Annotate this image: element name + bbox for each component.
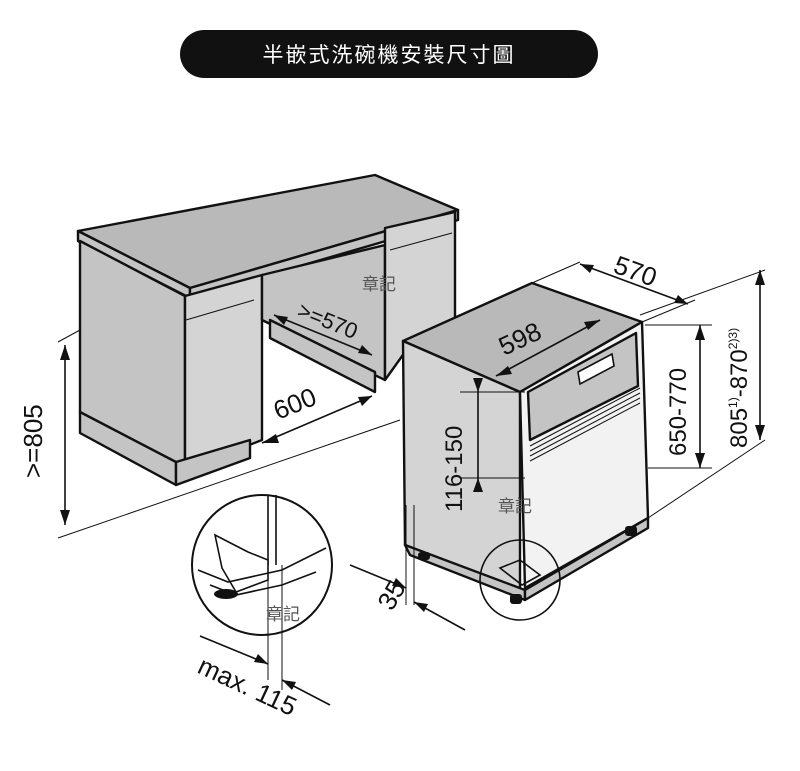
label-panel-height: 116-150 xyxy=(441,426,468,512)
label-detail-max: max. 115 xyxy=(193,650,301,722)
page-title: 半嵌式洗碗機安裝尺寸圖 xyxy=(262,43,516,67)
cabinet xyxy=(76,173,460,487)
control-panel-handle xyxy=(577,352,615,386)
foot-front xyxy=(510,594,522,604)
foot-left xyxy=(418,552,430,560)
front-ridges xyxy=(529,387,641,462)
watermark: 章記 xyxy=(362,275,396,295)
left-cabinet-drawer-line xyxy=(185,299,255,321)
dishwasher-base-right xyxy=(523,516,650,602)
watermark: 章記 xyxy=(266,605,300,625)
detail-zoom-circle xyxy=(191,494,333,636)
label-total-height: 8051)-8702)3) xyxy=(726,328,753,448)
detail-circle-marker xyxy=(479,539,561,621)
label-body-height: 650-770 xyxy=(665,368,692,456)
detail-door-corner xyxy=(213,533,269,593)
left-cabinet-front xyxy=(183,273,264,472)
dimension-lines xyxy=(57,261,766,706)
foot-right xyxy=(625,526,637,536)
detail-zoom xyxy=(191,494,333,636)
right-cabinet-plinth xyxy=(268,318,377,394)
dishwasher xyxy=(401,281,650,621)
label-appliance-depth: 570 xyxy=(610,249,661,292)
detail-foot xyxy=(214,589,238,599)
detail-circle-corner xyxy=(498,559,542,586)
label-min-height: >=805 xyxy=(18,404,48,478)
title-banner: 半嵌式洗碗機安裝尺寸圖 xyxy=(180,30,598,78)
watermarks: 章記 章記 章記 xyxy=(266,275,532,625)
left-cabinet-front-plinth xyxy=(174,438,252,487)
right-cabinet-drawer-line xyxy=(389,232,453,251)
watermark: 章記 xyxy=(498,497,532,517)
label-niche-width: 600 xyxy=(269,381,320,425)
